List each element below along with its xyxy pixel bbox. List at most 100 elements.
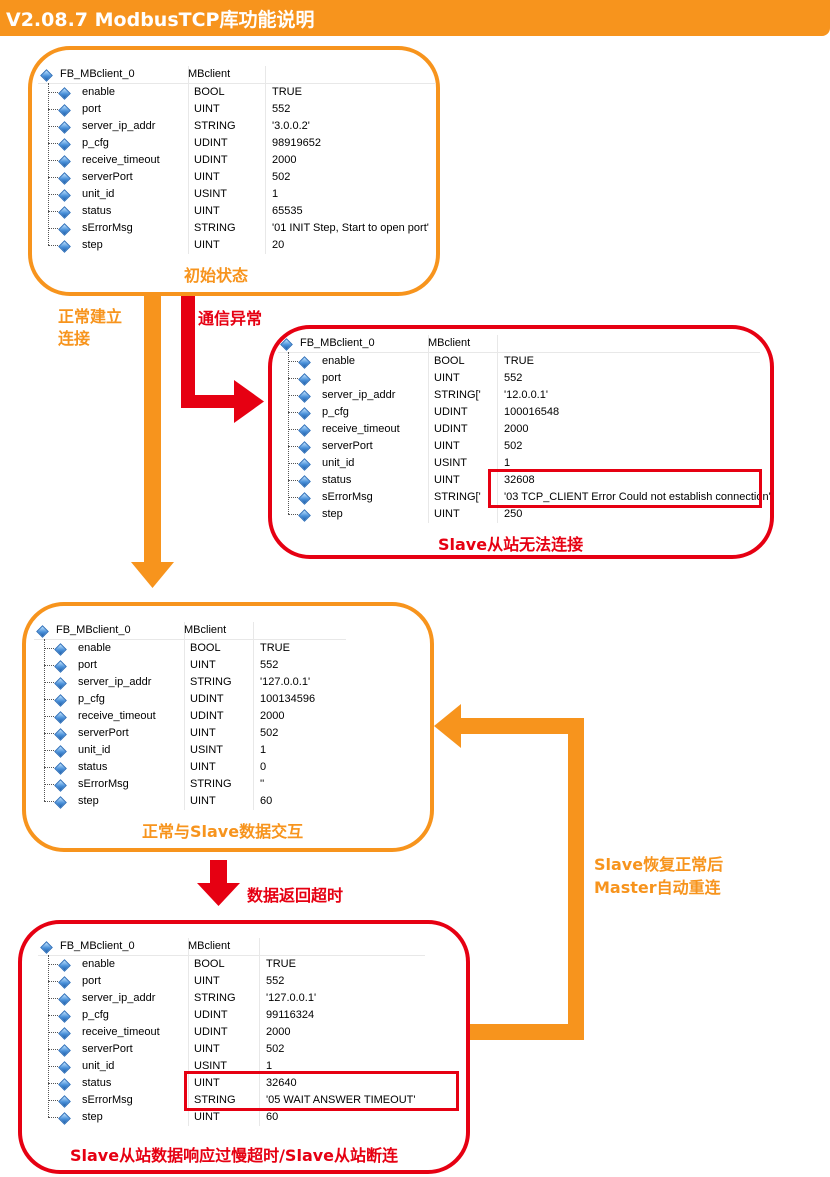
var-type: UINT — [190, 759, 254, 776]
label-comm-error: 通信异常 — [198, 309, 263, 328]
tree-connector — [48, 964, 58, 965]
tree-connector — [288, 446, 298, 447]
tree-connector — [48, 211, 58, 212]
tree-connector — [288, 497, 298, 498]
tree-connector — [48, 1015, 58, 1016]
blue-diamond-icon — [36, 625, 49, 638]
tree-line — [48, 955, 49, 1117]
var-name: p_cfg — [322, 404, 429, 421]
blue-diamond-icon — [54, 796, 67, 809]
var-name: server_ip_addr — [82, 118, 189, 135]
var-value: 32640 — [266, 1077, 297, 1089]
blue-diamond-icon — [58, 1078, 71, 1091]
arrow-normal-connect — [131, 294, 174, 588]
tree-connector — [48, 92, 58, 93]
blue-diamond-icon — [58, 1095, 71, 1108]
label-normal-connect: 正常建立 连接 — [58, 307, 123, 348]
var-value: 502 — [504, 440, 523, 452]
tree-connector — [44, 750, 54, 751]
var-type: UINT — [194, 1075, 260, 1092]
var-value: 552 — [266, 975, 285, 987]
var-value: 1 — [260, 744, 267, 756]
var-name: sErrorMsg — [78, 776, 185, 793]
var-value: TRUE — [272, 86, 302, 98]
var-type: BOOL — [194, 956, 260, 973]
var-value: 60 — [266, 1111, 279, 1123]
var-type: STRING[' — [434, 387, 498, 404]
var-type: UINT — [190, 793, 254, 810]
var-type: USINT — [194, 1058, 260, 1075]
var-value: 1 — [272, 188, 279, 200]
instance-name: FB_MBclient_0 — [60, 66, 189, 83]
var-value: '3.0.0.2' — [272, 120, 310, 132]
blue-diamond-icon — [298, 373, 311, 386]
var-name: serverPort — [322, 438, 429, 455]
var-name: server_ip_addr — [82, 990, 189, 1007]
blue-diamond-icon — [54, 779, 67, 792]
blue-diamond-icon — [58, 1044, 71, 1057]
blue-diamond-icon — [58, 993, 71, 1006]
tree-connector — [48, 160, 58, 161]
var-type: UINT — [194, 973, 260, 990]
tree-connector — [288, 514, 298, 515]
var-name: port — [82, 101, 189, 118]
var-value: '01 INIT Step, Start to open port' — [272, 222, 429, 234]
var-type: BOOL — [194, 84, 266, 101]
blue-diamond-icon — [298, 492, 311, 505]
var-type: UINT — [194, 1041, 260, 1058]
blue-diamond-icon — [54, 745, 67, 758]
var-name: receive_timeout — [78, 708, 185, 725]
status-highlight — [488, 469, 762, 508]
var-type: UINT — [190, 657, 254, 674]
var-value: 99116324 — [266, 1009, 315, 1021]
var-name: port — [78, 657, 185, 674]
var-name: sErrorMsg — [82, 220, 189, 237]
var-value: 20 — [272, 239, 285, 251]
blue-diamond-icon — [40, 69, 53, 82]
tree-connector — [288, 378, 298, 379]
fb-type: MBclient — [188, 66, 266, 83]
tree-connector — [48, 1066, 58, 1067]
var-type: UDINT — [190, 691, 254, 708]
tree-connector — [44, 767, 54, 768]
var-type: UINT — [434, 506, 498, 523]
var-name: serverPort — [78, 725, 185, 742]
var-value: 32608 — [504, 474, 535, 486]
var-type: USINT — [194, 186, 266, 203]
tree-connector — [48, 1083, 58, 1084]
tree-connector — [44, 801, 54, 802]
var-type: STRING — [190, 674, 254, 691]
blue-diamond-icon — [40, 941, 53, 954]
var-type: USINT — [190, 742, 254, 759]
tree-connector — [44, 665, 54, 666]
panel-caption: Slave从站无法连接 — [438, 535, 584, 554]
blue-diamond-icon — [58, 1112, 71, 1125]
var-value: '127.0.0.1' — [266, 992, 317, 1004]
var-name: step — [82, 1109, 189, 1126]
tree-connector — [44, 682, 54, 683]
blue-diamond-icon — [58, 121, 71, 134]
tree-connector — [48, 143, 58, 144]
var-type: UINT — [190, 725, 254, 742]
blue-diamond-icon — [54, 677, 67, 690]
status-highlight — [184, 1071, 459, 1111]
fb-type: MBclient — [188, 938, 260, 955]
